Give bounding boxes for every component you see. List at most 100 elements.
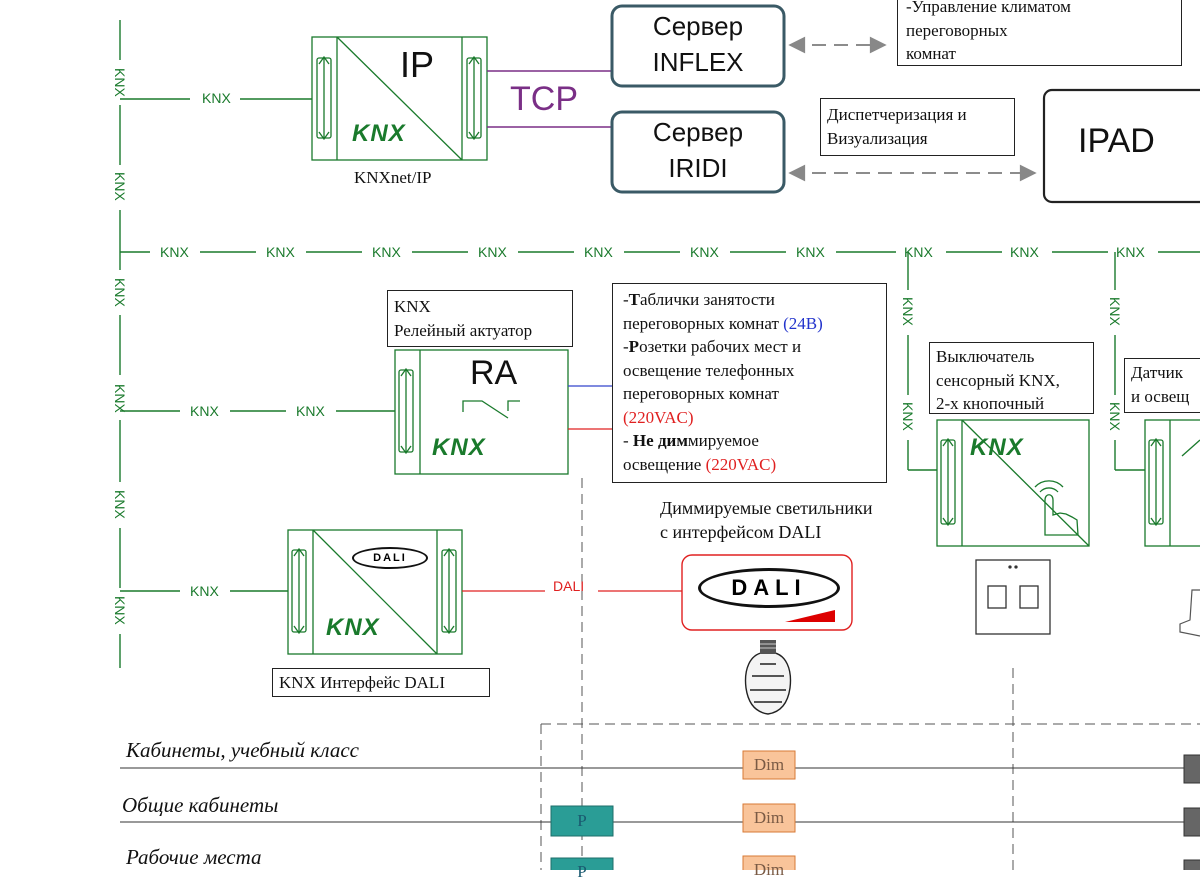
knx-bus-label: KNX: [900, 402, 916, 431]
switch-caption-line1: Выключатель: [936, 347, 1035, 366]
switch-caption-line3: 2-х кнопочный: [936, 394, 1045, 413]
knx-bus-label: KNX: [900, 297, 916, 326]
bulb-icon: [744, 640, 792, 715]
dim-block: Dim: [753, 755, 785, 774]
knx-logo: KNX: [432, 434, 486, 461]
switch-caption-line2: сенсорный KNX,: [936, 370, 1060, 390]
knx-bus-label: KNX: [160, 244, 189, 260]
relay-note-text: озетки рабочих мест и: [639, 337, 802, 356]
knx-bus-label: KNX: [1107, 297, 1123, 326]
dim-block: Dim: [753, 808, 785, 827]
dali-interface-device: [287, 529, 463, 655]
knx-bus-label: KNX: [372, 244, 401, 260]
server-inflex: Сервер INFLEX: [612, 8, 784, 80]
ip-gateway-caption: KNXnet/IP: [354, 168, 432, 187]
zone-label-common-offices: Общие кабинеты: [122, 793, 279, 817]
dashed-vertical-lines: [540, 478, 1200, 870]
dispatch-note-line1: Диспетчеризация и: [827, 105, 967, 124]
climate-note-line1: -Управление климатом: [906, 0, 1071, 16]
relay-note-voltage: (220VAC): [623, 407, 694, 427]
knx-bus-label: KNX: [112, 278, 128, 307]
p-block: P: [577, 862, 587, 881]
ip-gateway-title: IP: [400, 44, 435, 85]
relay-note-text: освещение: [623, 454, 706, 474]
switch-device: [936, 419, 1090, 547]
ip-gateway-device: [311, 36, 488, 161]
knx-bus-label: KNX: [1107, 402, 1123, 431]
climate-note-line2: переговорных: [906, 20, 1008, 40]
relay-note-text: -: [623, 337, 629, 356]
ipad-label: IPAD: [1078, 122, 1155, 160]
knx-bus-label: KNX: [478, 244, 507, 260]
knx-bus-horizontal: [120, 98, 1200, 592]
relay-note-text: переговорных комнат: [623, 384, 779, 403]
knx-bus-label: KNX: [112, 68, 128, 97]
switch-caption: Выключатель сенсорный KNX, 2-х кнопочный: [929, 342, 1094, 414]
knx-bus-label: KNX: [112, 490, 128, 519]
sensor-caption-line1: Датчик: [1131, 363, 1184, 382]
relay-note-voltage: (24В): [783, 313, 823, 333]
knx-bus-label: KNX: [112, 384, 128, 413]
climate-note: -Управление климатом переговорных комнат: [897, 0, 1182, 66]
dispatch-note-line2: Визуализация: [827, 128, 928, 148]
relay-actuator-caption: KNX Релейный актуатор: [387, 290, 573, 347]
dali-logo: DALI: [352, 547, 428, 569]
knx-bus-label: KNX: [690, 244, 719, 260]
zone-lines: [120, 767, 1200, 823]
server-inflex-line2: INFLEX: [652, 47, 744, 77]
relay-note-text: Не дим: [632, 431, 688, 450]
zone-label-offices: Кабинеты, учебный класс: [126, 738, 359, 762]
server-iridi-line1: Сервер: [652, 117, 744, 147]
p-block: P: [577, 811, 587, 830]
relay-note-text: мируемое: [687, 431, 759, 450]
server-iridi-line2: IRIDI: [668, 153, 728, 183]
dali-interface-caption: KNX Интерфейс DALI: [272, 668, 490, 697]
knx-bus-label: KNX: [296, 403, 325, 419]
relay-note-text: -: [623, 290, 629, 309]
knx-bus-label: KNX: [112, 172, 128, 201]
sensor-device: [1144, 419, 1200, 547]
knx-bus-label: KNX: [190, 583, 219, 599]
climate-note-line3: комнат: [906, 44, 956, 63]
zone-label-workplaces: Рабочие места: [126, 845, 262, 869]
knx-bus-label: KNX: [1010, 244, 1039, 260]
ceiling-sensor-icon: [1179, 589, 1200, 637]
wall-switch-icon: [975, 559, 1051, 635]
relay-note-text: -: [623, 431, 633, 450]
sensor-caption-line2: и освещ: [1131, 386, 1190, 406]
tcp-label: TCP: [510, 80, 578, 118]
knx-bus-label: KNX: [266, 244, 295, 260]
dim-block: Dim: [753, 860, 785, 879]
relay-notes: -Таблички занятости переговорных комнат …: [612, 283, 887, 483]
relay-caption-line2: Релейный актуатор: [394, 320, 533, 340]
dali-lamp-caption-line1: Диммируемые светильники: [660, 498, 873, 518]
relay-caption-line1: KNX: [394, 297, 431, 316]
sensor-caption: Датчик и освещ: [1124, 358, 1200, 413]
relay-actuator-title: RA: [470, 354, 518, 392]
relay-actuator-device: [394, 349, 569, 475]
relay-note-text: Т: [628, 290, 641, 309]
server-boxes: [610, 4, 1200, 204]
tcp-links: [487, 70, 612, 128]
knx-logo: KNX: [326, 614, 380, 641]
server-iridi: Сервер IRIDI: [612, 114, 784, 186]
relay-note-voltage: (220VAC): [705, 454, 777, 474]
knx-bus-label: KNX: [584, 244, 613, 260]
knx-logo: KNX: [352, 120, 406, 147]
knx-bus-label: KNX: [190, 403, 219, 419]
knx-bus-label: KNX: [202, 90, 231, 106]
knx-bus-label: KNX: [112, 596, 128, 625]
dali-lamp-logo: DALI: [698, 568, 840, 608]
relay-note-text: Р: [628, 337, 640, 356]
relay-outputs: [568, 385, 612, 430]
dashed-arrows: [788, 36, 1037, 182]
relay-note-text: освещение телефонных: [623, 360, 795, 380]
knx-bus-label: KNX: [904, 244, 933, 260]
knx-bus-label: KNX: [796, 244, 825, 260]
server-inflex-line1: Сервер: [652, 11, 744, 41]
zone-blocks: [550, 750, 1200, 870]
dispatch-note: Диспетчеризация и Визуализация: [820, 98, 1015, 156]
relay-note-text: переговорных комнат: [623, 313, 784, 333]
dali-lamp-caption: Диммируемые светильники с интерфейсом DA…: [660, 496, 873, 544]
relay-note-text: аблички занятости: [640, 290, 775, 309]
